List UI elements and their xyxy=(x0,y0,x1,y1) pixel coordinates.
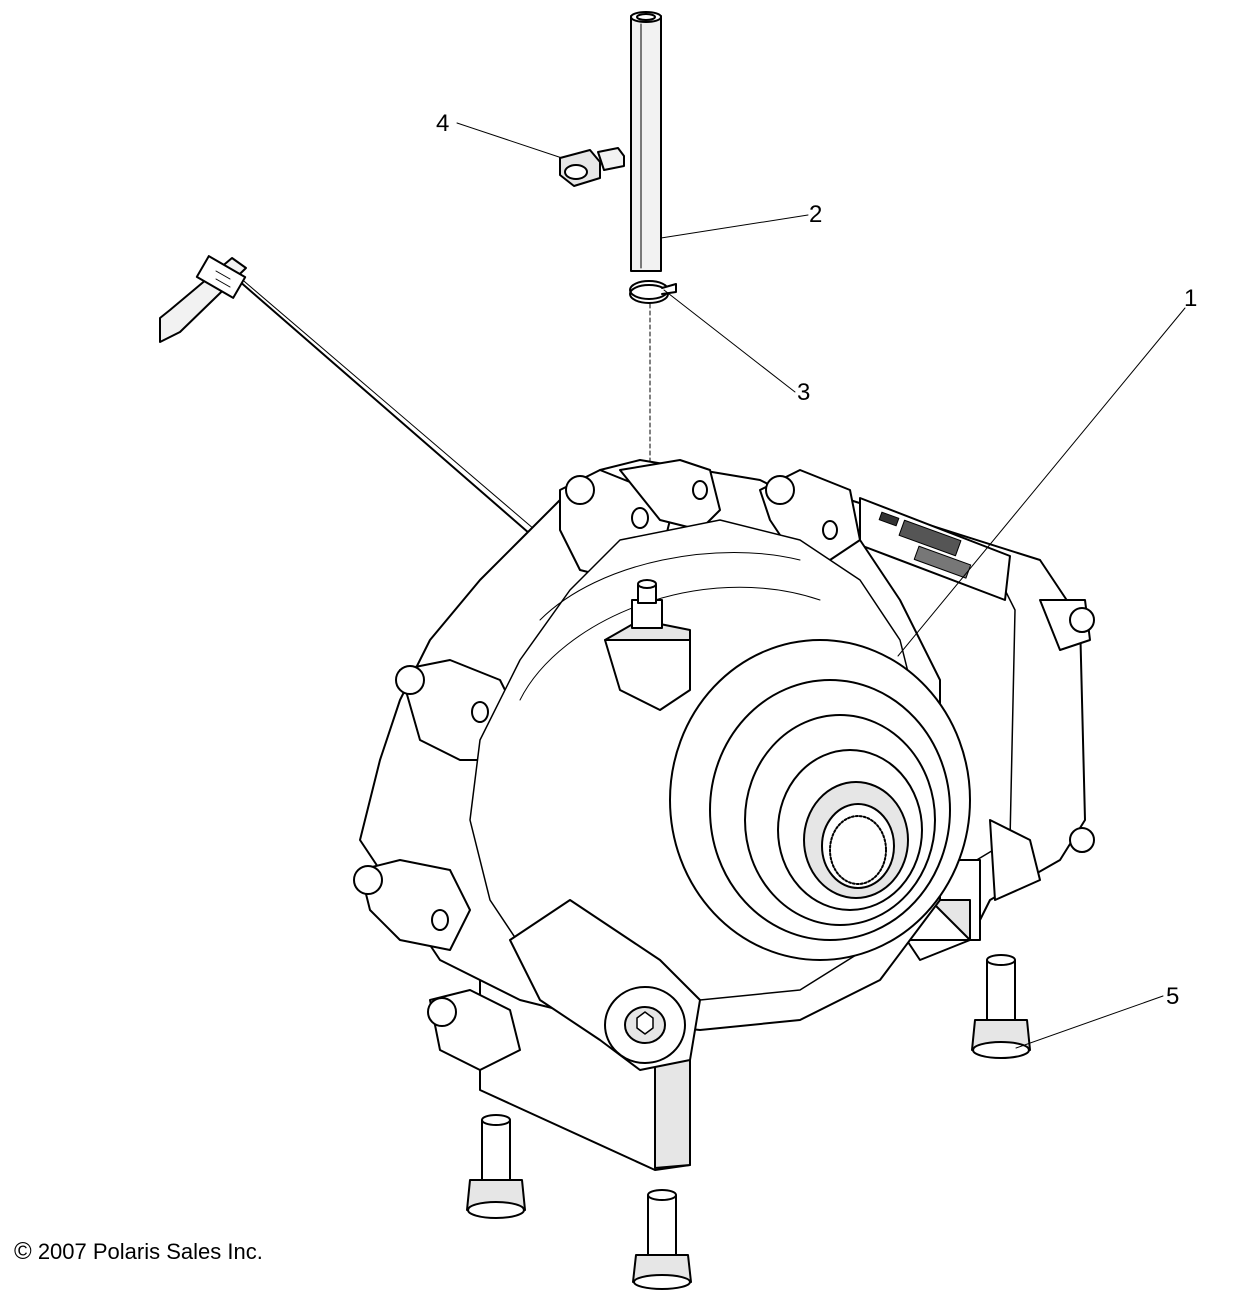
callout-5: 5 xyxy=(1166,983,1179,1010)
leader-line-4 xyxy=(456,122,563,159)
leader-line-2 xyxy=(660,214,809,239)
copyright-notice: © 2007 Polaris Sales Inc. xyxy=(14,1238,263,1266)
callout-3: 3 xyxy=(797,379,810,406)
mounting-bolt xyxy=(971,954,1031,1059)
mounting-bolt xyxy=(466,1114,526,1219)
sensor-wire-harness xyxy=(159,255,563,561)
hose-clamp xyxy=(629,280,677,304)
callout-1: 1 xyxy=(1184,285,1197,312)
leader-line-3 xyxy=(663,289,796,393)
vent-valve xyxy=(559,147,625,187)
gearcase-housing xyxy=(353,459,1095,1171)
breather-fitting xyxy=(604,579,691,711)
mounting-bolt xyxy=(632,1189,692,1290)
leader-line-1 xyxy=(897,307,1186,657)
vent-tube xyxy=(630,11,662,272)
callout-2: 2 xyxy=(809,201,822,228)
callout-4: 4 xyxy=(436,110,449,137)
copyright-text: 2007 Polaris Sales Inc. xyxy=(37,1239,263,1264)
copyright-symbol: © xyxy=(14,1238,32,1265)
lower-mount-boss xyxy=(509,899,701,1071)
leader-line-5 xyxy=(1015,995,1164,1049)
